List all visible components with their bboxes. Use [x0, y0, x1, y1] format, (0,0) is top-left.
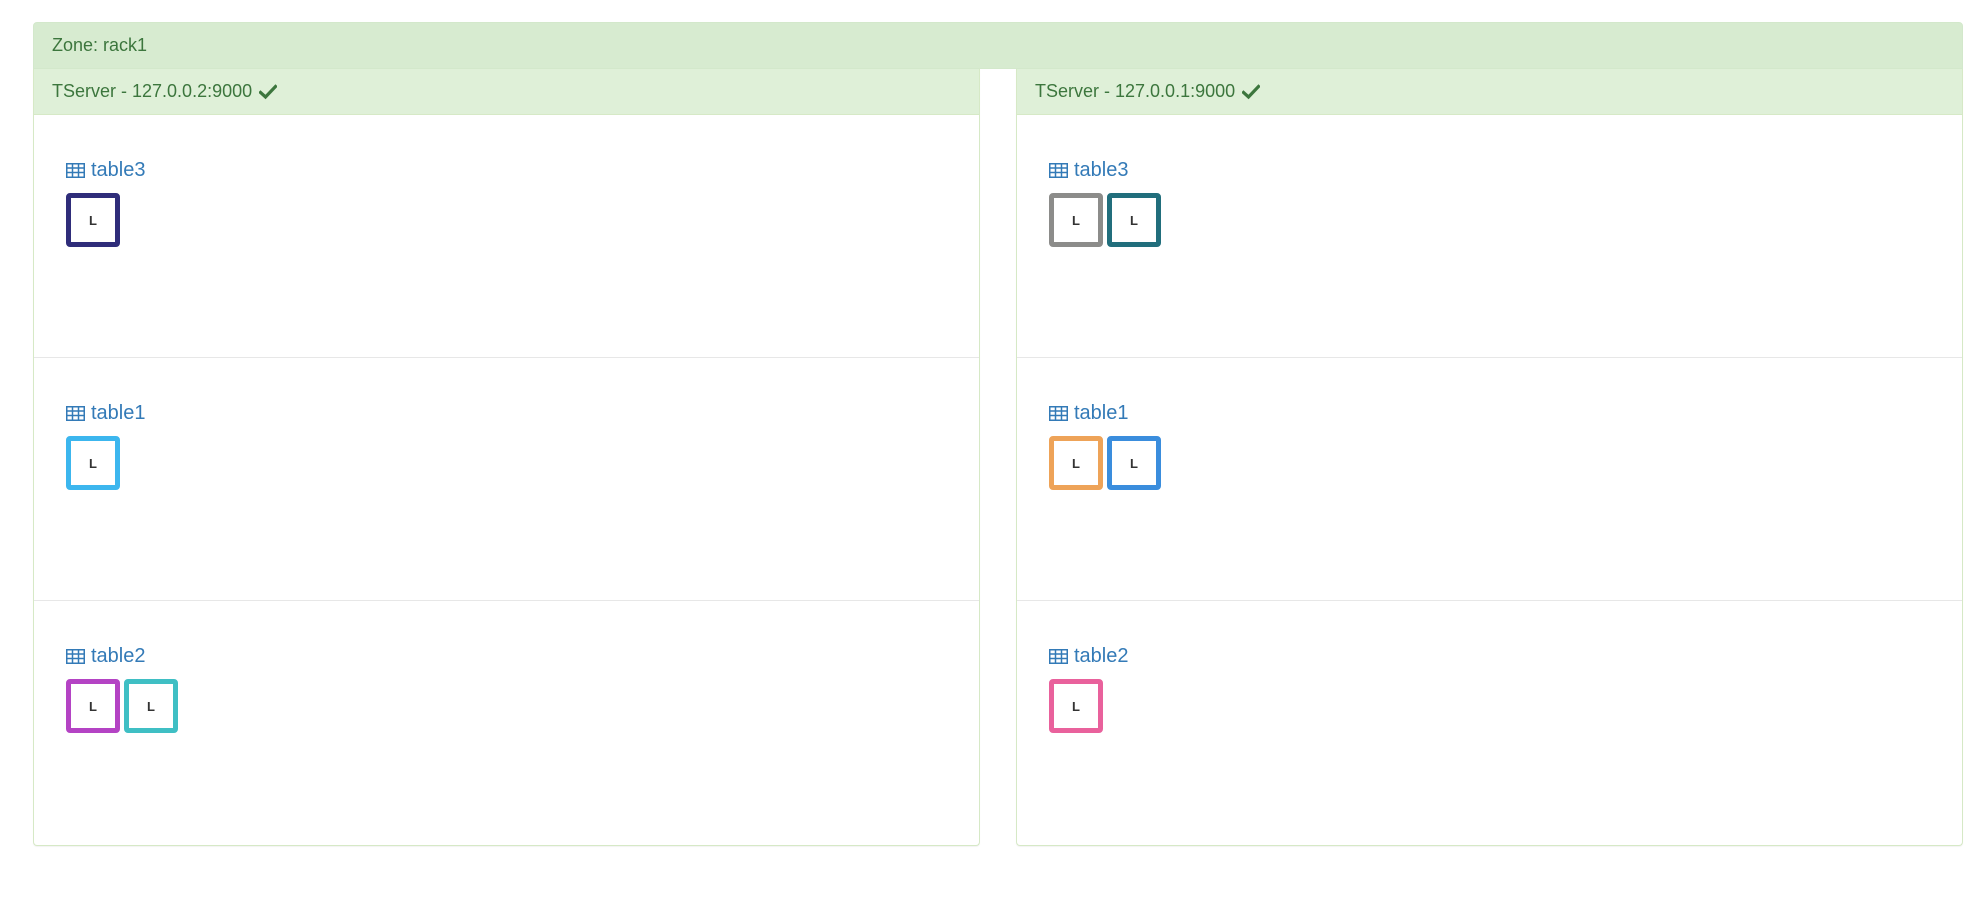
tablet-list: L L — [66, 679, 979, 733]
tablet-list: L — [1049, 679, 1962, 733]
tablet-leader-badge[interactable]: L — [1049, 679, 1103, 733]
tserver-panel: TServer - 127.0.0.1:9000 table3 — [1016, 69, 1963, 846]
tablet-list: L — [66, 436, 979, 490]
check-icon — [259, 83, 278, 99]
table-link[interactable]: table1 — [1049, 400, 1962, 426]
table-grid-icon — [1049, 162, 1068, 178]
table-link[interactable]: table3 — [66, 157, 979, 183]
table-section: table2 L L — [34, 601, 979, 844]
table-section: table3 L L — [1017, 115, 1962, 358]
tablet-leader-badge[interactable]: L — [66, 193, 120, 247]
tablet-leader-badge[interactable]: L — [1107, 193, 1161, 247]
check-icon — [1242, 83, 1261, 99]
table-link[interactable]: table1 — [66, 400, 979, 426]
tablet-list: L — [66, 193, 979, 247]
table-name: table1 — [91, 401, 146, 424]
zone-header: Zone: rack1 — [33, 22, 1963, 69]
tablet-leader-badge[interactable]: L — [1049, 193, 1103, 247]
table-grid-icon — [66, 648, 85, 664]
tablet-leader-badge[interactable]: L — [66, 679, 120, 733]
tablet-leader-badge[interactable]: L — [66, 436, 120, 490]
table-grid-icon — [1049, 405, 1068, 421]
tablet-list: L L — [1049, 193, 1962, 247]
table-name: table2 — [1074, 644, 1129, 667]
tserver-title: TServer - 127.0.0.1:9000 — [1035, 81, 1236, 101]
table-name: table3 — [91, 158, 146, 181]
tserver-list: TServer - 127.0.0.2:9000 table3 — [33, 69, 1963, 846]
table-grid-icon — [1049, 648, 1068, 664]
table-section: table2 L — [1017, 601, 1962, 844]
zone-panel: Zone: rack1 TServer - 127.0.0.2:9000 — [33, 22, 1963, 846]
zone-label: Zone: rack1 — [52, 35, 148, 55]
table-section: table1 L L — [1017, 358, 1962, 601]
tserver-panel: TServer - 127.0.0.2:9000 table3 — [33, 69, 980, 846]
tablet-leader-badge[interactable]: L — [1107, 436, 1161, 490]
table-name: table3 — [1074, 158, 1129, 181]
table-link[interactable]: table2 — [66, 643, 979, 669]
table-link[interactable]: table2 — [1049, 643, 1962, 669]
table-grid-icon — [66, 162, 85, 178]
table-section: table3 L — [34, 115, 979, 358]
tserver-header: TServer - 127.0.0.1:9000 — [1017, 69, 1962, 115]
table-section: table1 L — [34, 358, 979, 601]
tserver-header: TServer - 127.0.0.2:9000 — [34, 69, 979, 115]
tserver-title: TServer - 127.0.0.2:9000 — [52, 81, 253, 101]
tablet-leader-badge[interactable]: L — [1049, 436, 1103, 490]
table-name: table1 — [1074, 401, 1129, 424]
table-grid-icon — [66, 405, 85, 421]
table-link[interactable]: table3 — [1049, 157, 1962, 183]
table-name: table2 — [91, 644, 146, 667]
tablet-leader-badge[interactable]: L — [124, 679, 178, 733]
tablet-list: L L — [1049, 436, 1962, 490]
